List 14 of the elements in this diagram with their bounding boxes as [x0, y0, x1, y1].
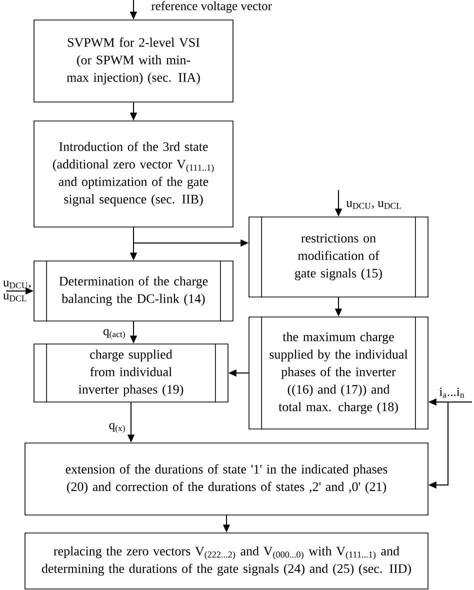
process-box: Introduction of the 3rd state (additional zero vector V$_{(111..1)}$ and optimization of the gate signal sequence (sec. IIB): [34, 120, 234, 228]
predefined-process-box: charge supplied from individual inverter phases (19): [34, 343, 228, 403]
edge-label: q$_{(act)}$: [103, 329, 125, 339]
edge-label: u$_{DCU}$, u$_{DCL}$: [3, 280, 31, 302]
predefined-process-box: restrictions on modification of gate signals (15): [248, 216, 428, 298]
edge-label: reference voltage vector: [151, 1, 272, 13]
edge-label: q$_{(x)}$: [109, 423, 125, 433]
process-box: SVPWM for 2-level VSI (or SPWM with min-max injection) (sec. IIA): [34, 20, 234, 102]
predefined-process-box: Determination of the charge balancing the DC-link (14): [34, 260, 234, 322]
edge-label: u$_{DCU}$, u$_{DCL}$: [346, 201, 401, 209]
edge-label: i$_{a}$...i$_{n}$: [439, 388, 464, 398]
process-box: extension of the durations of state '1' in the indicated phases (20) and correction of the durations of states ,2' and ,0' (21): [24, 442, 428, 516]
process-box: replacing the zero vectors V$_{(222...2)}$ and V$_{(000...0)}$ with V$_{(111...1)}$ and determining the durations of the gate signals (24) and (25) (sec. IID): [24, 532, 428, 590]
predefined-process-box: the maximum charge supplied by the individual phases of the inverter ((16) and (17)) and total max. charge (18): [248, 316, 428, 430]
